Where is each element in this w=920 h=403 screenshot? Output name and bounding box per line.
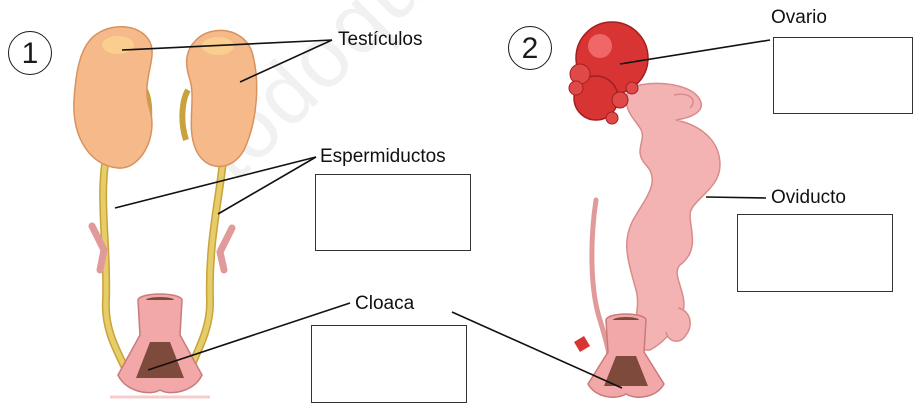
- label-espermiductos: Espermiductos: [320, 146, 446, 168]
- figure-number-male: 1: [8, 31, 52, 75]
- oviduct-shape: [626, 83, 720, 350]
- answer-box-oviducto[interactable]: [737, 214, 893, 292]
- figure-number-female: 2: [508, 26, 552, 70]
- label-oviducto: Oviducto: [771, 187, 846, 209]
- label-ovario: Ovario: [771, 7, 827, 29]
- answer-box-ovario[interactable]: [773, 37, 913, 114]
- answer-box-cloaca[interactable]: [311, 325, 467, 403]
- answer-box-espermiductos[interactable]: [315, 174, 471, 251]
- male-cloaca: [110, 294, 210, 397]
- label-cloaca: Cloaca: [355, 293, 414, 315]
- label-testiculos: Testículos: [338, 29, 422, 51]
